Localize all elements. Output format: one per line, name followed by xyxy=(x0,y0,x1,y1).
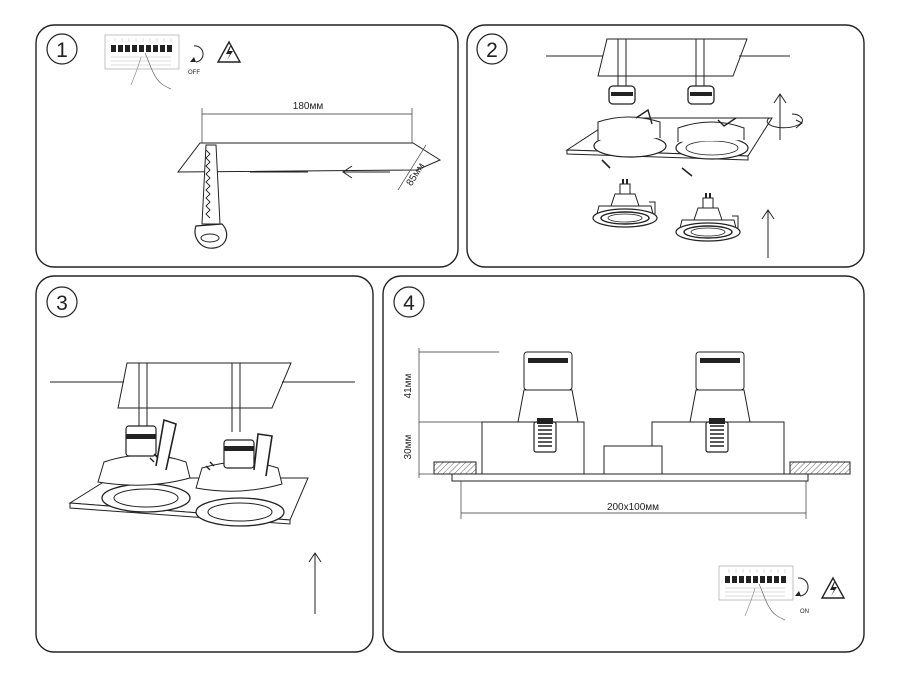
ceiling-slab xyxy=(117,362,292,409)
step-4-panel: 4 41мм 30мм 200x100 xyxy=(382,275,865,653)
spring-clip-icon xyxy=(533,417,557,453)
switch-on-label: ON xyxy=(800,609,809,615)
step-2-number: 2 xyxy=(486,39,498,62)
switch-off-arrow-icon xyxy=(193,45,204,63)
double-frame xyxy=(565,108,773,177)
switch-off-label: OFF xyxy=(188,70,200,76)
lamp-housing-left xyxy=(481,421,585,475)
lamp-icon xyxy=(517,351,579,423)
step-1-number: 1 xyxy=(56,39,68,62)
step-4-number: 4 xyxy=(403,292,415,315)
ceiling-section-right xyxy=(789,461,851,475)
saw-icon xyxy=(194,144,228,249)
step-2-badge xyxy=(476,33,508,65)
step-3-badge xyxy=(46,286,78,318)
width-dimension-label: 180мм xyxy=(293,101,324,112)
spring-clip-icon xyxy=(705,417,729,453)
step-3-panel: 3 xyxy=(35,275,374,653)
ceiling-slab xyxy=(597,38,748,77)
ceiling-section-left xyxy=(433,461,477,475)
step-4-badge xyxy=(393,286,425,318)
left-arrow-icon xyxy=(342,165,390,179)
ceiling-plane xyxy=(176,142,442,173)
up-arrow-icon xyxy=(308,552,322,614)
frame-dimension-label: 200x100мм xyxy=(607,502,659,513)
step-3-number: 3 xyxy=(56,292,68,315)
step-2-panel: 2 xyxy=(466,24,865,268)
step-1-panel: 1 OFF 180мм 85мм xyxy=(35,24,459,268)
double-frame xyxy=(68,418,309,527)
rotate-arrow-icon xyxy=(766,93,803,140)
switch-on-arrow-icon xyxy=(797,577,809,597)
height-bottom-label: 30мм xyxy=(403,434,414,459)
socket-icon xyxy=(608,85,715,105)
lamp-icon xyxy=(689,351,751,423)
up-arrow-icon xyxy=(761,209,775,258)
height-top-label: 41мм xyxy=(403,373,414,398)
step-1-badge xyxy=(46,33,78,65)
frame-flange xyxy=(451,473,809,482)
